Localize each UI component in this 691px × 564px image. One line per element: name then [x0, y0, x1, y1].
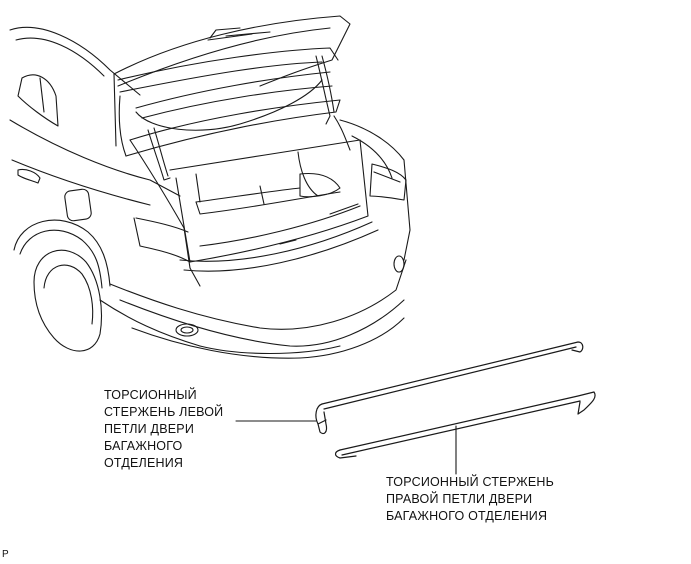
- callout-right-line-3: БАГАЖНОГО ОТДЕЛЕНИЯ: [386, 509, 548, 523]
- callout-left-line-5: ОТДЕЛЕНИЯ: [104, 456, 184, 470]
- callout-left-line-1: ТОРСИОННЫЙ: [104, 388, 197, 402]
- left-torsion-bar: [315, 341, 584, 435]
- callout-left-line-3: ПЕТЛИ ДВЕРИ: [104, 422, 195, 436]
- figure-code: P: [2, 549, 9, 560]
- right-torsion-bar: [334, 391, 596, 459]
- callout-left-torsion-bar: ТОРСИОННЫЙ СТЕРЖЕНЬ ЛЕВОЙ ПЕТЛИ ДВЕРИ БА…: [104, 387, 223, 472]
- car-body: [9, 15, 411, 359]
- callout-right-line-2: ПРАВОЙ ПЕТЛИ ДВЕРИ: [386, 492, 533, 506]
- callout-left-line-4: БАГАЖНОГО: [104, 439, 183, 453]
- callout-left-line-2: СТЕРЖЕНЬ ЛЕВОЙ: [104, 405, 224, 419]
- callout-right-line-1: ТОРСИОННЫЙ СТЕРЖЕНЬ: [386, 475, 554, 489]
- callout-right-torsion-bar: ТОРСИОННЫЙ СТЕРЖЕНЬ ПРАВОЙ ПЕТЛИ ДВЕРИ Б…: [386, 474, 554, 525]
